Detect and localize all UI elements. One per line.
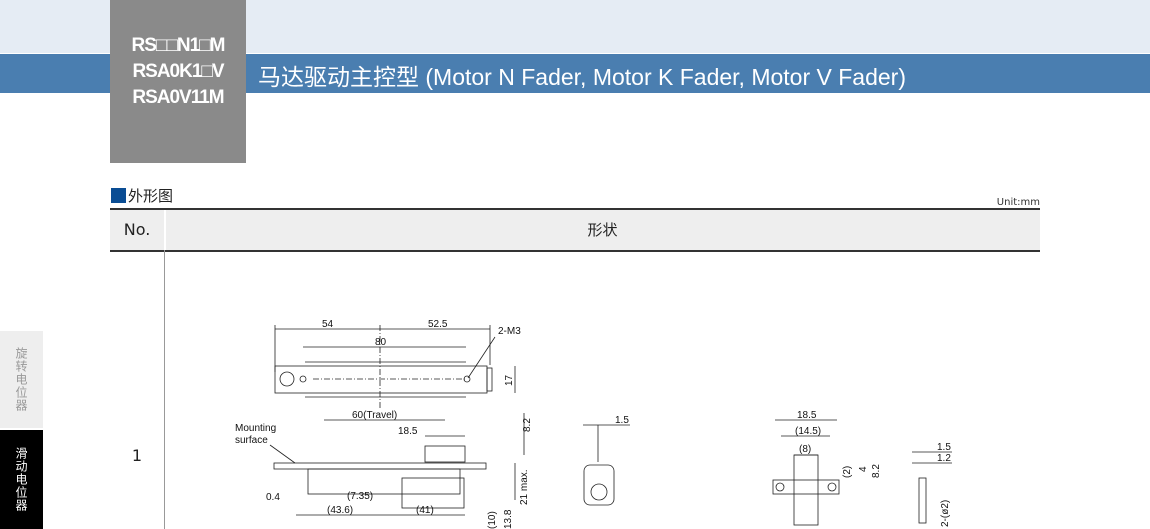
column-divider-gap <box>164 210 166 250</box>
dim-label: 54 <box>322 319 334 330</box>
unit-label: Unit:mm <box>996 197 1040 208</box>
dim-label: 18.5 <box>797 410 817 421</box>
dim-label: 80 <box>375 337 387 348</box>
dim-label: (8) <box>799 444 811 455</box>
dim-label: 1.2 <box>937 453 951 464</box>
dim-label: (7.35) <box>347 491 373 502</box>
table-header <box>110 210 1040 250</box>
model-box: RS□□N1□M RSA0K1□V RSA0V11M <box>110 0 246 163</box>
section-title: 外形图 <box>128 187 174 205</box>
model-code: RS□□N1□M <box>131 35 226 56</box>
column-divider <box>164 210 165 529</box>
section-heading: 外形图 <box>111 185 173 206</box>
knob-side-view: 1.5 1.2 2-(ø2) <box>912 442 952 527</box>
side-tab-slide[interactable]: 滑动电位器 <box>0 430 43 529</box>
model-code: RSA0K1□V <box>132 61 224 82</box>
dim-label: 8.2 <box>522 418 533 432</box>
page-title: 马达驱动主控型 (Motor N Fader, Motor K Fader, M… <box>258 64 906 90</box>
side-tab-rotary[interactable]: 旋转电位器 <box>0 331 43 428</box>
dim-label: 0.4 <box>266 492 280 503</box>
dim-label: 21 max. <box>519 469 530 505</box>
dim-label: 13.8 <box>503 509 514 529</box>
dim-label: (10) <box>487 511 498 529</box>
dim-label: 60(Travel) <box>352 410 397 421</box>
dim-label: 52.5 <box>428 319 448 330</box>
end-view: 1.5 <box>583 415 630 506</box>
dim-label: (41) <box>416 505 434 516</box>
side-view: 60(Travel) 18.5 Mounting surface 8.2 0.4… <box>235 410 533 529</box>
section-marker-icon <box>111 188 126 203</box>
dim-label: (43.6) <box>327 505 353 516</box>
table-header-rule <box>110 250 1040 252</box>
dim-label: (14.5) <box>795 426 821 437</box>
dim-label: 1.5 <box>615 415 629 426</box>
dim-label: 18.5 <box>398 426 418 437</box>
row-number: 1 <box>131 446 143 465</box>
model-code: RSA0V11M <box>132 87 224 108</box>
knob-front-view: 18.5 (14.5) (8) (2) 4 8.2 <box>772 410 882 526</box>
dim-label: 4 <box>858 466 869 472</box>
col-header-no: No. <box>123 220 151 239</box>
dim-label: 2-M3 <box>498 326 521 337</box>
dim-label: 17 <box>504 374 515 386</box>
dim-label: 1.5 <box>937 442 951 453</box>
mounting-label: surface <box>235 435 268 446</box>
dim-label: (2) <box>842 466 853 478</box>
top-view: 54 52.5 80 2-M3 17 <box>274 319 521 410</box>
dim-label: 8.2 <box>871 464 882 478</box>
table-top-rule <box>110 208 1040 210</box>
dim-label: 2-(ø2) <box>940 500 951 527</box>
col-header-shape: 形状 <box>587 221 618 239</box>
mounting-label: Mounting <box>235 423 276 434</box>
